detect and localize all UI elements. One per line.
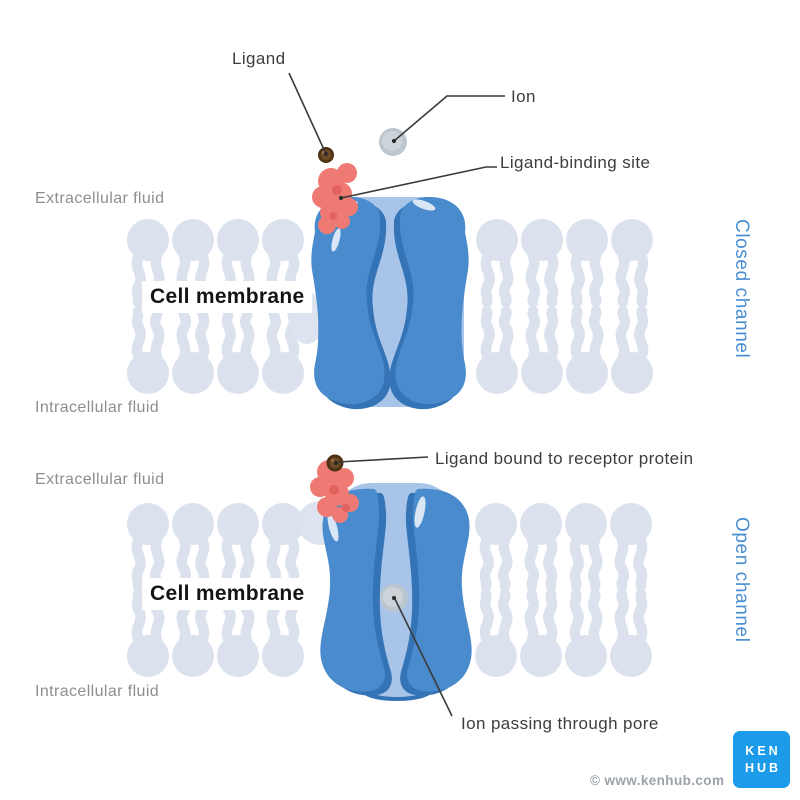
phospholipid: [172, 503, 214, 586]
phospholipid: [521, 311, 563, 394]
binding-site-leader-line: [340, 166, 497, 199]
phospholipid: [521, 219, 563, 302]
ligand-binding-site-blob: [312, 163, 358, 234]
phospholipid: [127, 503, 169, 586]
phospholipid: [476, 219, 518, 302]
cell-membrane-label-top: Cell membrane: [142, 281, 313, 313]
leader-dot: [333, 460, 339, 466]
phospholipid: [476, 311, 518, 394]
highlight: [327, 512, 339, 542]
channel-subunit-left: [311, 196, 385, 405]
channel-subunit-right: [395, 196, 469, 405]
closed-channel-label: Closed channel: [731, 219, 752, 359]
phospholipid: [172, 311, 214, 394]
highlight: [331, 228, 341, 252]
phospholipid: [262, 503, 304, 586]
highlight: [414, 496, 426, 528]
phospholipid: [565, 594, 607, 677]
highlight: [412, 199, 436, 211]
ion-passing-leader-line: [394, 598, 453, 717]
ion-label: Ion: [511, 87, 536, 106]
open-channel-label: Open channel: [731, 517, 752, 643]
phospholipid: [127, 311, 169, 394]
intracellular-fluid-label-top: Intracellular fluid: [35, 399, 160, 416]
phospholipid: [611, 311, 653, 394]
ion-leader-line: [393, 95, 505, 142]
leader-dot: [323, 151, 329, 157]
intracellular-fluid-label-bottom: Intracellular fluid: [35, 683, 160, 700]
phospholipid: [475, 503, 517, 586]
phospholipid: [611, 219, 653, 302]
phospholipid: [566, 219, 608, 302]
ligand-leader-line: [288, 72, 327, 155]
ligand-bound-leader-line: [337, 456, 429, 463]
kenhub-logo-line1: KEN: [745, 743, 781, 758]
phospholipid: [610, 594, 652, 677]
extracellular-fluid-label-top: Extracellular fluid: [35, 190, 165, 207]
phospholipid: [217, 311, 259, 394]
phospholipid: [217, 503, 259, 586]
phospholipid: [565, 503, 607, 586]
leader-dot: [391, 595, 397, 601]
phospholipid: [566, 311, 608, 394]
copyright-text: © www.kenhub.com: [590, 773, 725, 788]
closed-channel-protein: [289, 196, 469, 410]
cell-membrane-label-bottom: Cell membrane: [142, 578, 313, 610]
leader-dot: [391, 138, 397, 144]
channel-subunit-right: [407, 488, 472, 692]
leader-dot: [338, 195, 344, 201]
ligand-label: Ligand: [232, 49, 286, 68]
kenhub-logo: KEN HUB: [733, 731, 790, 788]
ligand-binding-site-label: Ligand-binding site: [500, 153, 651, 172]
phospholipid: [520, 503, 562, 586]
ligand-bound-label: Ligand bound to receptor protein: [435, 449, 694, 468]
kenhub-logo-line2: HUB: [744, 760, 782, 775]
phospholipid: [520, 594, 562, 677]
phospholipid: [610, 503, 652, 586]
ion-passing-label: Ion passing through pore: [461, 714, 659, 733]
phospholipid: [475, 594, 517, 677]
extracellular-fluid-label-bottom: Extracellular fluid: [35, 471, 165, 488]
